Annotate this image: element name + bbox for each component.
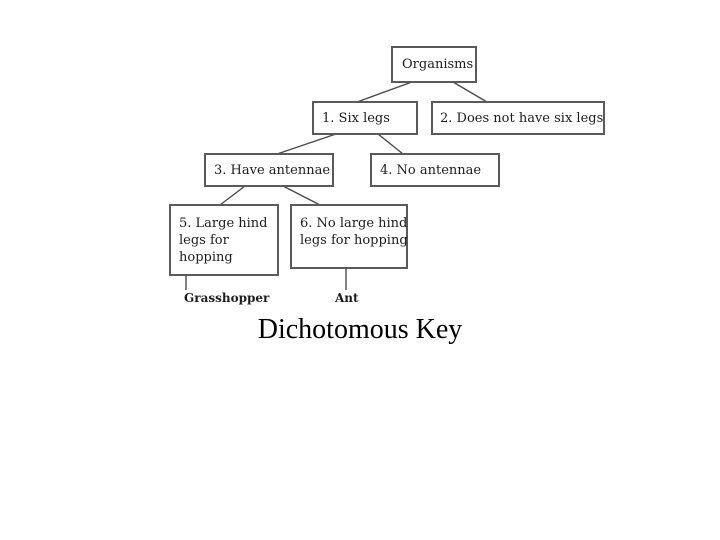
node-no-antennae-label: 4. No antennae xyxy=(380,163,481,178)
node-does-not-have-six-legs-label: 2. Does not have six legs xyxy=(440,111,603,126)
node-no-large-hind-legs-line-2: legs for hopping xyxy=(300,233,408,248)
connector-six-legs-to-antennae xyxy=(276,133,337,155)
diagram-caption: Dichotomous Key xyxy=(257,314,463,345)
node-six-legs: 1. Six legs xyxy=(312,101,418,135)
connectors xyxy=(185,81,488,290)
leaf-ant: Ant xyxy=(334,291,359,305)
node-large-hind-legs-line-2: legs for xyxy=(179,233,230,248)
node-does-not-have-six-legs: 2. Does not have six legs xyxy=(431,101,605,135)
connector-root-to-six-legs xyxy=(356,81,413,103)
connector-six-legs-to-no-antennae xyxy=(377,133,404,155)
node-six-legs-label: 1. Six legs xyxy=(322,111,390,126)
connector-antennae-to-no-large-hind xyxy=(282,185,321,206)
node-large-hind-legs-line-3: hopping xyxy=(179,250,233,265)
leaf-grasshopper: Grasshopper xyxy=(184,291,270,305)
node-have-antennae-label: 3. Have antennae xyxy=(214,163,330,178)
connector-root-to-not-six-legs xyxy=(452,81,488,103)
node-no-large-hind-legs-line-1: 6. No large hind xyxy=(300,216,407,231)
node-have-antennae: 3. Have antennae xyxy=(204,153,334,187)
node-large-hind-legs: 5. Large hind legs for hopping xyxy=(169,204,279,276)
node-no-large-hind-legs: 6. No large hind legs for hopping xyxy=(290,204,408,269)
connector-antennae-to-large-hind xyxy=(219,185,246,206)
node-organisms-label: Organisms xyxy=(402,57,473,72)
node-no-antennae: 4. No antennae xyxy=(370,153,500,187)
node-large-hind-legs-line-1: 5. Large hind xyxy=(179,216,268,231)
node-organisms: Organisms xyxy=(391,46,477,83)
